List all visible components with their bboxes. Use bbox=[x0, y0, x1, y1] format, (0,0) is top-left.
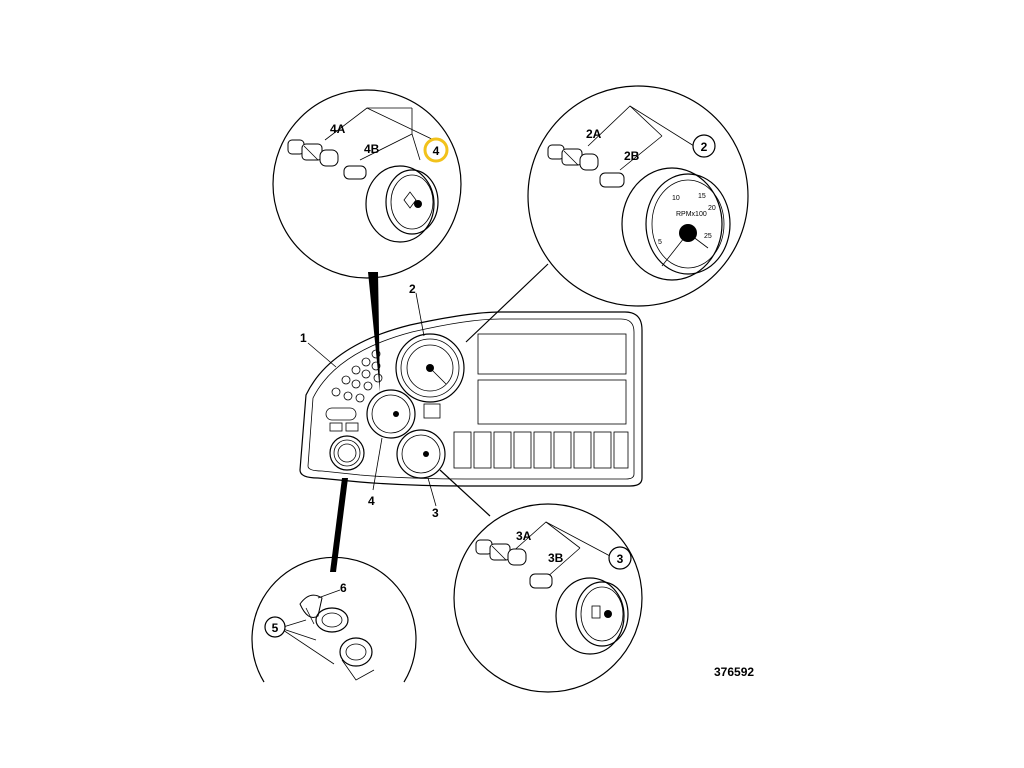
bulb-4b bbox=[343, 165, 367, 180]
callout-2-circle bbox=[692, 134, 716, 158]
tacho-unit: RPMx100 bbox=[676, 211, 707, 218]
bulb-2b bbox=[599, 172, 625, 188]
label-1: 1 bbox=[300, 331, 307, 345]
warning-lights bbox=[325, 349, 383, 432]
detail-temp-gauge: 4 4A 4B bbox=[272, 89, 462, 279]
pointer-to-4 bbox=[368, 272, 380, 392]
callout-3b: 3B bbox=[548, 551, 564, 565]
detail-ignition-socket: 5 6 bbox=[251, 556, 417, 683]
instrument-panel bbox=[299, 311, 643, 487]
callout-2a: 2A bbox=[586, 127, 602, 141]
callout-4b: 4B bbox=[364, 142, 380, 156]
tacho-mark-25: 25 bbox=[704, 233, 712, 240]
tacho-mark-20: 20 bbox=[708, 205, 716, 212]
callout-3a: 3A bbox=[516, 529, 532, 543]
detail-tachometer: 5 10 15 20 25 RPMx100 2 2A 2B bbox=[527, 85, 749, 307]
socket-parts bbox=[299, 589, 375, 681]
bulb-2a bbox=[547, 144, 599, 171]
display-windows bbox=[453, 333, 629, 469]
callout-2b: 2B bbox=[624, 149, 640, 163]
bulb-3a bbox=[475, 539, 527, 566]
tachometer-gauge bbox=[395, 333, 465, 403]
callout-4: 4 bbox=[433, 144, 440, 158]
tacho-mark-10: 10 bbox=[672, 195, 680, 202]
callout-2: 2 bbox=[701, 140, 708, 154]
bulb-4a bbox=[287, 139, 339, 167]
fuel-gauge bbox=[396, 429, 446, 479]
label-3: 3 bbox=[432, 506, 439, 520]
bulb-3b bbox=[529, 573, 553, 589]
tacho-mark-15: 15 bbox=[698, 193, 706, 200]
callout-5-circle bbox=[264, 616, 286, 638]
callout-5: 5 bbox=[272, 621, 279, 635]
callout-6: 6 bbox=[340, 581, 347, 595]
fuel-gauge-body bbox=[555, 577, 629, 655]
tacho-gauge-body: 5 10 15 20 25 RPMx100 bbox=[621, 167, 731, 281]
hazard-symbol bbox=[423, 403, 441, 419]
detail-fuel-gauge: 3 3A 3B bbox=[453, 503, 643, 693]
label-2: 2 bbox=[409, 282, 416, 296]
ignition-switch bbox=[329, 435, 365, 471]
label-4: 4 bbox=[368, 494, 375, 508]
callout-4-highlight bbox=[423, 137, 449, 163]
callout-4a: 4A bbox=[330, 122, 346, 136]
pointer-to-5 bbox=[330, 478, 348, 572]
tacho-mark-5: 5 bbox=[658, 239, 662, 246]
temperature-gauge bbox=[366, 389, 416, 439]
callout-3: 3 bbox=[617, 552, 624, 566]
figure-number: 376592 bbox=[714, 665, 754, 679]
temp-gauge-body bbox=[365, 165, 439, 243]
callout-3-circle bbox=[608, 546, 632, 570]
